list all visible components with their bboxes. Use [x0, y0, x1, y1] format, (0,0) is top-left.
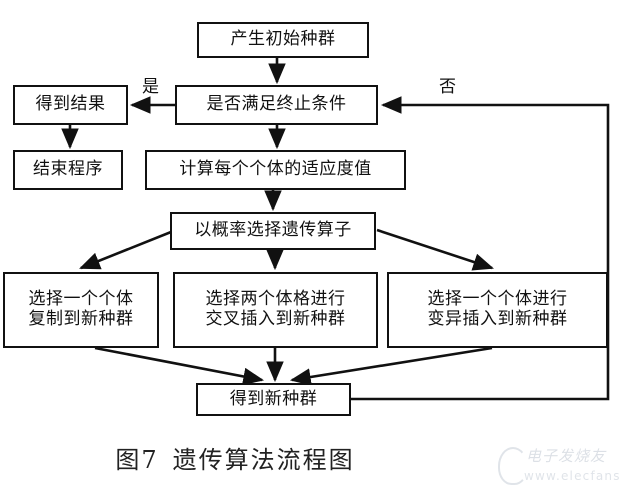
node-end-program: 结束程序	[13, 150, 123, 190]
node-label-line2: 变异插入到新种群	[427, 309, 568, 329]
node-label: 以概率选择遗传算子	[194, 220, 352, 241]
edge-select-to-mutate	[376, 228, 494, 271]
node-label: 结束程序	[33, 159, 103, 180]
node-label-line1: 选择一个个体	[28, 289, 134, 310]
node-termination-condition: 是否满足终止条件	[175, 85, 378, 125]
node-label-line2: 复制到新种群	[28, 309, 134, 329]
node-label-line2: 交叉插入到新种群	[205, 309, 346, 329]
node-label-line1: 选择一个个体进行	[427, 289, 568, 310]
edge-mutate-to-newpop	[289, 346, 493, 386]
node-new-population: 得到新种群	[196, 383, 351, 416]
edge-newpop-feedback-to-condition	[351, 96, 610, 401]
node-label: 是否满足终止条件	[206, 94, 347, 115]
figure-caption-text: 遗传算法流程图	[172, 446, 355, 474]
node-label-line1: 选择两个体格进行	[205, 289, 346, 310]
edge-copy-to-newpop	[94, 346, 265, 386]
node-label: 得到新种群	[229, 388, 318, 409]
edge-label-yes: 是	[142, 77, 159, 97]
node-compute-fitness: 计算每个个体的适应度值	[145, 150, 406, 190]
node-operator-mutation: 选择一个个体进行 变异插入到新种群	[387, 272, 608, 348]
edge-label-no: 否	[439, 77, 456, 97]
node-label: 得到结果	[35, 94, 106, 115]
node-label: 产生初始种群	[230, 29, 336, 50]
node-generate-initial-population: 产生初始种群	[197, 22, 369, 58]
edge-select-to-copy	[79, 228, 177, 270]
figure-caption: 图7 遗传算法流程图	[0, 440, 470, 475]
node-get-result: 得到结果	[13, 85, 128, 125]
node-select-genetic-operator: 以概率选择遗传算子	[170, 212, 376, 250]
node-operator-crossover: 选择两个体格进行 交叉插入到新种群	[173, 272, 378, 348]
figure-caption-number: 图7	[115, 446, 159, 474]
node-operator-copy: 选择一个个体 复制到新种群	[3, 272, 159, 348]
node-label: 计算每个个体的适应度值	[179, 159, 372, 180]
